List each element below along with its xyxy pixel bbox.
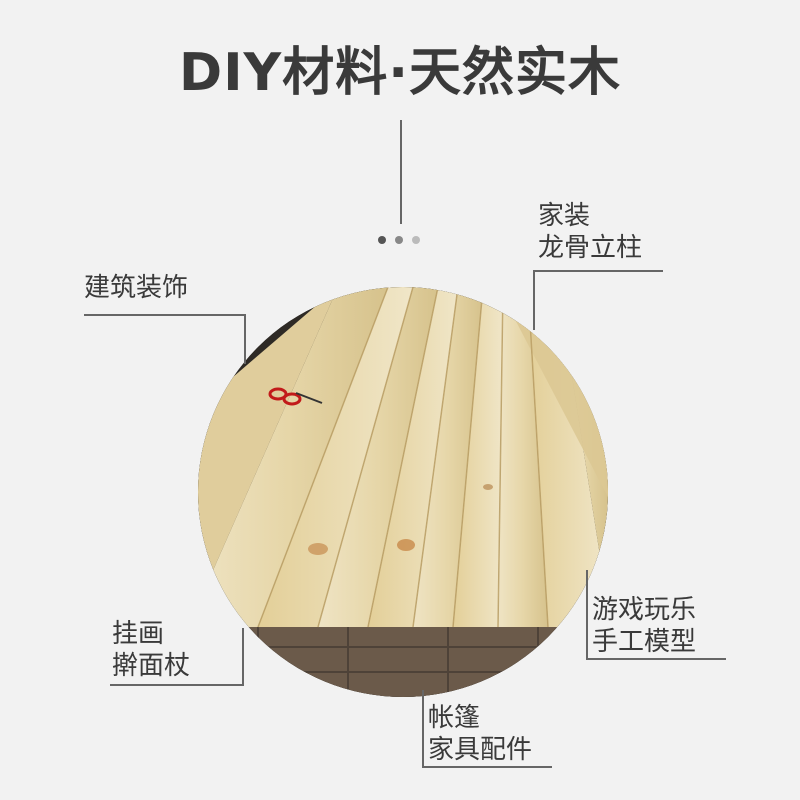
connector-painting-h [110,684,244,686]
label-tent: 帐篷 家具配件 [428,703,533,765]
scissors-icon [268,387,323,406]
connector-games-v [586,570,588,660]
connector-building-h [84,314,246,316]
label-painting: 挂画 擀面杖 [112,619,191,681]
label-building-decor: 建筑装饰 [84,273,189,303]
indicator-dot-2[interactable] [395,236,403,244]
connector-painting-v [242,628,244,686]
carousel-indicator[interactable] [378,236,420,244]
connector-home-keel-v [533,270,535,330]
connector-tent-v [422,690,424,768]
connector-games-h [586,658,726,660]
wood-planks-illustration [198,287,608,697]
wood-planks-photo [198,287,608,697]
connector-home-keel-h [533,270,663,272]
page-title: DIY材料·天然实木 [179,43,621,103]
indicator-dot-3[interactable] [412,236,420,244]
title-connector-line [400,120,402,224]
label-home-keel: 家装 龙骨立柱 [538,201,643,263]
connector-tent-h [422,766,552,768]
label-games: 游戏玩乐 手工模型 [592,595,697,657]
connector-building-v [244,314,246,364]
indicator-dot-1[interactable] [378,236,386,244]
